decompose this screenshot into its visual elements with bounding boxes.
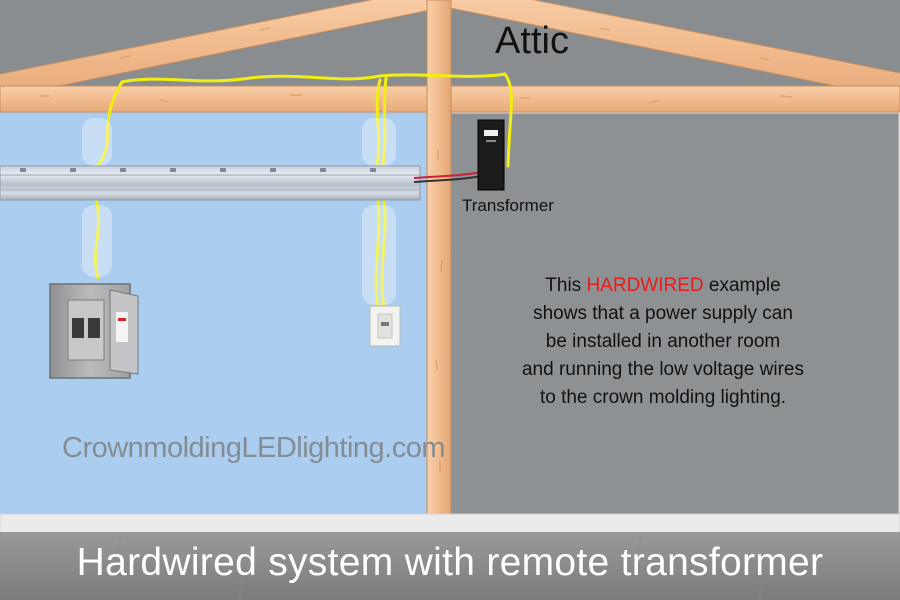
- breaker-panel: [49, 283, 139, 379]
- transformer-box: [477, 119, 505, 191]
- electrical-wires: [93, 72, 513, 310]
- transformer-label: Transformer: [462, 196, 554, 215]
- hardwired-highlight: HARDWIRED: [586, 275, 704, 296]
- low-voltage-wire: [413, 171, 483, 179]
- description-line-1: This HARDWIRED example: [470, 272, 856, 300]
- caption-title: Hardwired system with remote transformer: [76, 541, 824, 584]
- website-watermark: CrownmoldingLEDlighting.com: [62, 432, 446, 464]
- description-suffix: example: [703, 275, 781, 296]
- description-prefix: This: [545, 275, 587, 296]
- description-text: This HARDWIRED example shows that a powe…: [470, 272, 856, 412]
- floor: [0, 532, 900, 600]
- description-line-2: shows that a power supply can: [533, 303, 793, 324]
- dimmer-switch: [369, 305, 401, 347]
- right-room-wall: [450, 112, 900, 522]
- description-line-4: and running the low voltage wires: [521, 359, 804, 380]
- description-line-5: to the crown molding lighting.: [539, 387, 787, 408]
- description-line-3: be installed in another room: [545, 331, 781, 352]
- led-channel: [0, 165, 421, 201]
- attic-label: Attic: [495, 20, 569, 62]
- baseboard: [0, 513, 900, 535]
